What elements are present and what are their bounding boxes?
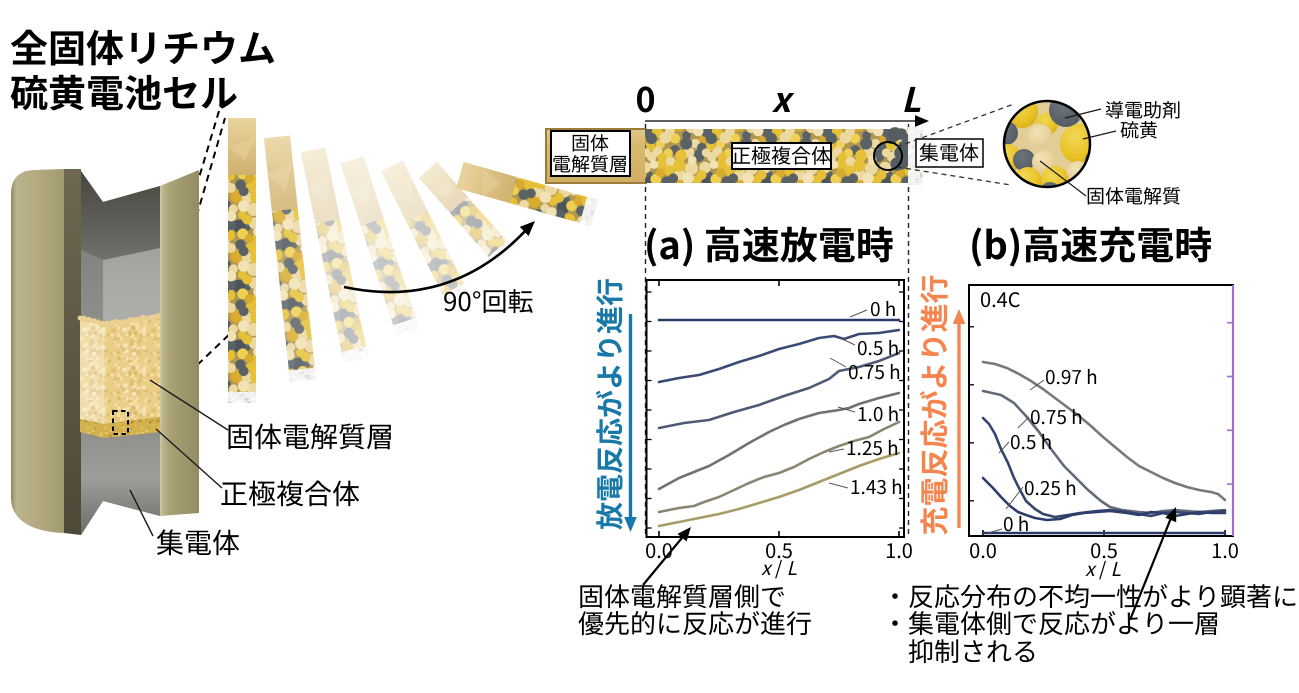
svg-text:0.75 h: 0.75 h xyxy=(848,358,901,385)
svg-text:導電助剤: 導電助剤 xyxy=(1105,96,1181,123)
svg-text:1.43 h: 1.43 h xyxy=(850,473,903,500)
svg-text:・反応分布の不均一性がより顕著に: ・反応分布の不均一性がより顕著に xyxy=(882,577,1298,614)
svg-text:0.0: 0.0 xyxy=(969,535,997,564)
svg-text:固体電解質: 固体電解質 xyxy=(1086,182,1181,209)
svg-text:x / L: x / L xyxy=(761,554,797,581)
svg-text:正極複合体: 正極複合体 xyxy=(220,473,360,513)
svg-text:(a) 高速放電時: (a) 高速放電時 xyxy=(644,215,894,270)
svg-text:0.25 h: 0.25 h xyxy=(1024,474,1077,501)
svg-text:集電体: 集電体 xyxy=(156,522,240,562)
svg-text:90°回転: 90°回転 xyxy=(443,282,533,319)
svg-text:0 h: 0 h xyxy=(1003,510,1029,537)
svg-text:優先的に反応が進行: 優先的に反応が進行 xyxy=(578,604,812,641)
svg-text:0.75 h: 0.75 h xyxy=(1030,403,1083,430)
svg-text:0.5 h: 0.5 h xyxy=(1010,428,1052,455)
svg-text:1.0: 1.0 xyxy=(885,535,913,564)
svg-text:0.5: 0.5 xyxy=(1090,535,1118,564)
svg-text:1.0: 1.0 xyxy=(1211,535,1239,564)
svg-text:放電反応がより進行: 放電反応がより進行 xyxy=(589,278,629,530)
svg-text:硫黄電池セル: 硫黄電池セル xyxy=(10,63,238,118)
svg-text:1.25 h: 1.25 h xyxy=(846,434,899,461)
svg-text:0: 0 xyxy=(635,73,655,122)
svg-text:0.0: 0.0 xyxy=(645,535,673,564)
svg-text:抑制される: 抑制される xyxy=(908,632,1038,669)
svg-text:正極複合体: 正極複合体 xyxy=(731,140,831,169)
svg-text:・集電体側で反応がより一層: ・集電体側で反応がより一層 xyxy=(882,604,1220,641)
svg-text:固体電解質層側で: 固体電解質層側で xyxy=(578,577,786,614)
svg-text:固体: 固体 xyxy=(571,129,609,156)
svg-text:x / L: x / L xyxy=(1085,555,1121,582)
svg-text:1.0 h: 1.0 h xyxy=(857,400,899,427)
svg-text:全固体リチウム: 全固体リチウム xyxy=(10,18,276,73)
svg-text:0.5 h: 0.5 h xyxy=(857,334,899,361)
svg-text:0.5: 0.5 xyxy=(765,535,793,564)
svg-text:固体電解質層: 固体電解質層 xyxy=(226,416,394,456)
svg-text:(b)高速充電時: (b)高速充電時 xyxy=(969,215,1212,270)
svg-text:集電体: 集電体 xyxy=(919,137,979,166)
svg-text:0.4C: 0.4C xyxy=(980,284,1021,313)
svg-text:硫黄: 硫黄 xyxy=(1120,116,1158,143)
svg-text:電解質層: 電解質層 xyxy=(552,150,628,177)
svg-text:0.97 h: 0.97 h xyxy=(1045,363,1098,390)
svg-text:充電反応がより進行: 充電反応がより進行 xyxy=(912,274,954,535)
svg-text:0 h: 0 h xyxy=(870,295,896,322)
